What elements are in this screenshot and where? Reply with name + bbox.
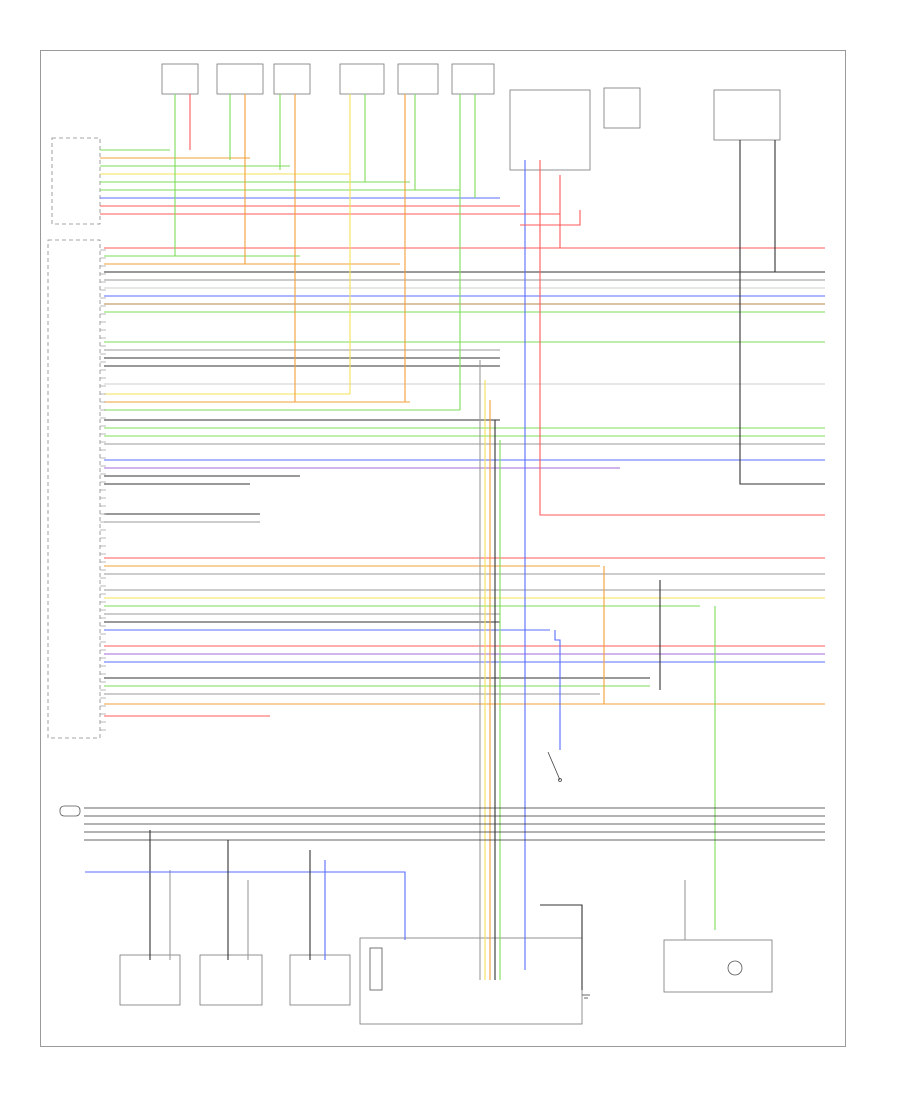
- top-sensor-boxes: [161, 63, 781, 171]
- fan-motor-icon: [727, 960, 743, 976]
- diagram-frame: [40, 50, 846, 1047]
- wire-trans-ground: [540, 904, 583, 990]
- wire-relay-black: [739, 140, 825, 485]
- bottom-component-boxes: [119, 937, 773, 1025]
- connector-icon: [59, 805, 81, 817]
- switch-icon: [547, 751, 562, 782]
- wire-sol-blue: [85, 871, 406, 940]
- ecu-module-connector-a: [51, 137, 101, 225]
- shift-solenoid-box-1: [119, 954, 181, 1006]
- sensor-box-5: [397, 63, 439, 95]
- wire-harness: [84, 94, 825, 990]
- ecu-module-outline: [47, 239, 101, 739]
- solenoid-icon: [369, 947, 383, 991]
- relay-box-1: [509, 89, 591, 171]
- relay-box-2: [603, 87, 641, 129]
- wire-relay-red: [539, 160, 825, 516]
- wire-pressure-switch: [554, 630, 561, 750]
- relay-box-3: [713, 89, 781, 141]
- sensor-box-2: [216, 63, 264, 95]
- sensor-box-1: [161, 63, 199, 95]
- sensor-box-4: [339, 63, 385, 95]
- shift-solenoid-box-2: [199, 954, 263, 1006]
- wire-relay-red-3: [520, 210, 581, 226]
- ecu-pin-ticks: [100, 249, 106, 731]
- transmission-box: [359, 937, 583, 1025]
- sensor-box-3: [273, 63, 311, 95]
- sensor-box-6: [451, 63, 495, 95]
- shift-solenoid-box-3: [289, 954, 351, 1006]
- ground-icon: [582, 994, 590, 999]
- fan-motor-box: [663, 939, 773, 993]
